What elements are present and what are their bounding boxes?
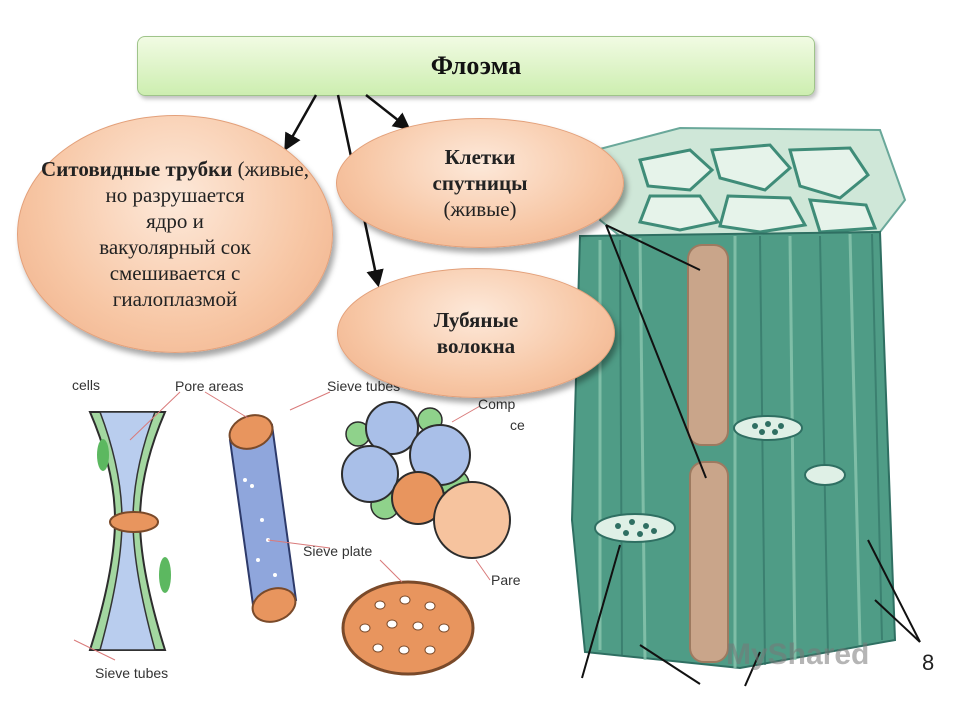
sieve-plate-illustration (594, 513, 676, 543)
companion-cells-term-2: спутницы (432, 171, 528, 195)
label-comp: Comp (478, 396, 516, 412)
sieve-plate-illustration (804, 464, 846, 486)
bast-fibers-term-2: волокна (436, 334, 516, 358)
companion-cells-term-1: Клетки (444, 145, 516, 169)
label-cells: cells (72, 377, 100, 393)
nucleus (159, 557, 171, 593)
label-sieve-plate: Sieve plate (303, 543, 372, 559)
bast-fibers-bubble: Лубяные волокна (337, 268, 615, 398)
bast-fibers-term-1: Лубяные (433, 308, 519, 332)
sieve-tubes-desc-2: но разрушается (105, 183, 245, 207)
sieve-tube-figure: cells Pore areas Sieve tubes Comp ce Sie… (72, 377, 525, 681)
title: Флоэма (430, 51, 522, 80)
top-cell (638, 148, 715, 192)
pore-area-bottom (251, 587, 297, 623)
companion-cell-upper (687, 244, 729, 446)
top-cell (718, 194, 808, 234)
label-pare: Pare (491, 572, 521, 588)
sieve-tubes-desc-5: смешивается с (109, 261, 241, 285)
sieve-plate-cross (109, 511, 159, 533)
label-sieve-tubes-bottom: Sieve tubes (95, 665, 168, 681)
sieve-plate-illustration (733, 415, 803, 441)
sieve-tubes-term: Ситовидные трубки (41, 157, 233, 181)
companion-cells-desc: (живые) (443, 197, 517, 221)
sieve-tube-cell (365, 401, 419, 455)
top-cell (788, 146, 871, 200)
nucleus (97, 439, 109, 471)
parenchyma-cell (433, 481, 511, 559)
sieve-tubes-bubble: Ситовидные трубки (живые, но разрушается… (17, 115, 333, 353)
phloem-tissue-illustration (570, 126, 921, 687)
label-sieve-tubes-top: Sieve tubes (327, 378, 400, 394)
page-number: 8 (922, 650, 935, 675)
top-cell (710, 143, 793, 192)
companion-cells-text: Клетки спутницы (живые) (433, 144, 528, 222)
arrow-to-companion-cells (365, 94, 411, 131)
sieve-tubes-desc-4: вакуолярный сок (99, 235, 251, 259)
watermark: MyShared (726, 638, 870, 671)
sieve-tubes-text: Ситовидные трубки (живые, но разрушается… (41, 156, 309, 312)
label-pore-areas: Pore areas (175, 378, 243, 394)
sieve-tubes-desc-3: ядро и (146, 209, 204, 233)
companion-cell-lower (689, 461, 729, 663)
top-cell (807, 198, 878, 234)
sieve-tube-cell (341, 445, 399, 503)
sieve-tubes-desc-6: гиалоплазмой (112, 287, 238, 311)
companion-cells-bubble: Клетки спутницы (живые) (336, 118, 624, 248)
sieve-tubes-desc-1: (живые, (232, 157, 309, 181)
bast-fibers-text: Лубяные волокна (434, 307, 519, 359)
arrow-to-sieve-tubes (284, 94, 318, 152)
top-cell (637, 194, 721, 232)
title-box: Флоэма (137, 36, 815, 96)
label-ce: ce (510, 417, 525, 433)
